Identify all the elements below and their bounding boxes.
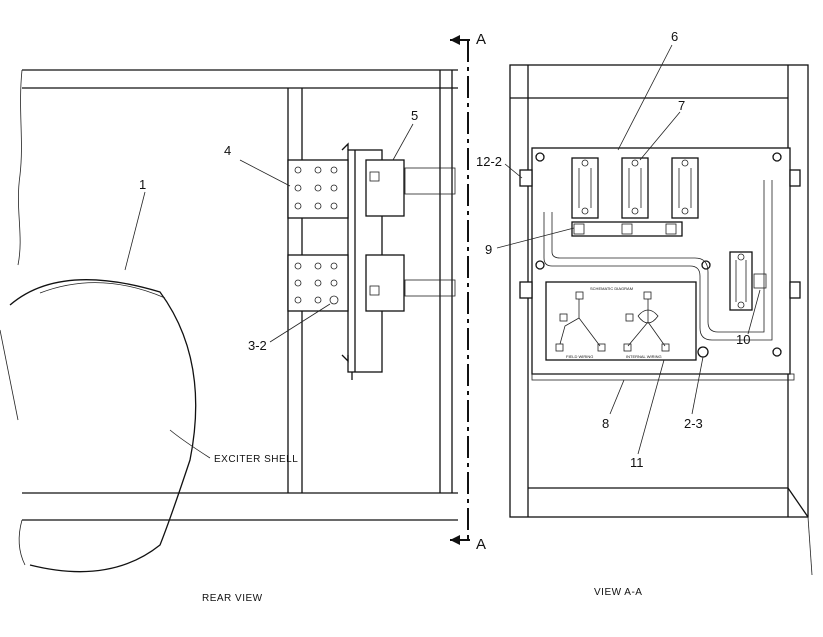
mounting-bracket-assembly xyxy=(287,142,456,380)
callout-3-2: 3-2 xyxy=(248,338,267,353)
svg-text:FIELD WIRING: FIELD WIRING xyxy=(566,354,593,359)
callout-7: 7 xyxy=(678,98,685,113)
callout-12-2: 12-2 xyxy=(476,154,502,169)
callout-4: 4 xyxy=(224,143,231,158)
leader-lines xyxy=(124,44,761,459)
callout-11: 11 xyxy=(630,455,644,470)
callout-9: 9 xyxy=(485,242,492,257)
callout-2-3: 2-3 xyxy=(684,416,703,431)
rear-view-caption: REAR VIEW xyxy=(202,593,263,604)
callout-10: 10 xyxy=(736,332,750,347)
section-line-a-a xyxy=(450,35,470,545)
exciter-shell xyxy=(0,279,197,573)
section-marker-top: A xyxy=(476,31,486,48)
view-a-a-drawing: SCHEMATIC DIAGRAM FIELD WIRING INTERNAL … xyxy=(509,64,813,576)
callout-5: 5 xyxy=(411,108,418,123)
svg-text:INTERNAL WIRING: INTERNAL WIRING xyxy=(626,354,662,359)
callout-8: 8 xyxy=(602,416,609,431)
svg-text:SCHEMATIC DIAGRAM: SCHEMATIC DIAGRAM xyxy=(590,286,633,291)
callout-1: 1 xyxy=(139,177,146,192)
exciter-shell-label: EXCITER SHELL xyxy=(214,454,298,465)
section-marker-bottom: A xyxy=(476,536,486,553)
view-a-a-caption: VIEW A-A xyxy=(594,587,642,598)
callout-6: 6 xyxy=(671,29,678,44)
rear-view-drawing xyxy=(0,69,458,573)
